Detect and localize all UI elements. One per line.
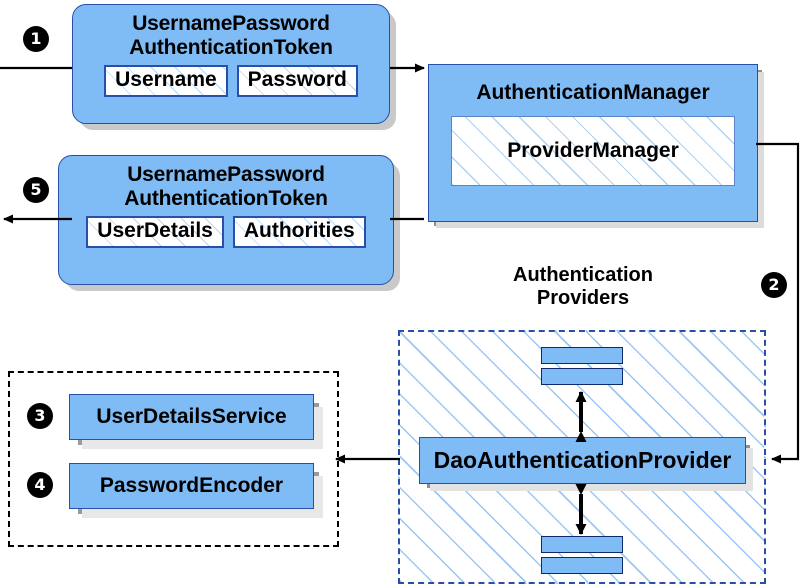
response-token-title-line2: AuthenticationToken [124,186,328,210]
provider-manager-box: ProviderManager [451,116,735,186]
response-token-title-line1: UsernamePassword [127,163,325,186]
user-details-service-card[interactable]: UserDetailsService [69,394,314,440]
step-badge-2: 2 [761,272,787,298]
authentication-providers-label: Authentication Providers [458,264,708,310]
step-badge-4: 4 [27,472,53,498]
step-badge-3: 3 [27,403,53,429]
providers-label-line2: Providers [536,287,630,309]
slot-authorities: Authorities [232,216,366,249]
request-token-title: UsernamePassword AuthenticationToken [73,5,389,59]
slot-userdetails: UserDetails [86,216,224,249]
request-token-slots: Username Password [73,65,389,98]
slot-password: Password [236,65,358,98]
authentication-manager-title: AuthenticationManager [476,81,710,104]
step-badge-1: 1 [23,26,49,52]
response-authentication-token-card[interactable]: UsernamePassword AuthenticationToken Use… [58,155,394,285]
request-token-title-line2: AuthenticationToken [129,35,333,59]
step-badge-5: 5 [23,177,49,203]
request-token-title-line1: UsernamePassword [132,12,330,35]
response-token-title: UsernamePassword AuthenticationToken [59,156,393,210]
authentication-manager-card[interactable]: AuthenticationManager ProviderManager [428,64,758,222]
collapsed-provider-bar-bottom-2[interactable] [541,557,623,574]
collapsed-provider-bar-bottom-1[interactable] [541,536,623,553]
password-encoder-card[interactable]: PasswordEncoder [69,463,314,509]
slot-username: Username [104,65,228,98]
response-token-slots: UserDetails Authorities [59,216,393,249]
collapsed-provider-bar-top-1[interactable] [541,347,623,364]
request-authentication-token-card[interactable]: UsernamePassword AuthenticationToken Use… [72,4,390,124]
dao-authentication-provider-card[interactable]: DaoAuthenticationProvider [419,437,746,484]
providers-label-line1: Authentication [513,264,653,286]
collapsed-provider-bar-top-2[interactable] [541,368,623,385]
